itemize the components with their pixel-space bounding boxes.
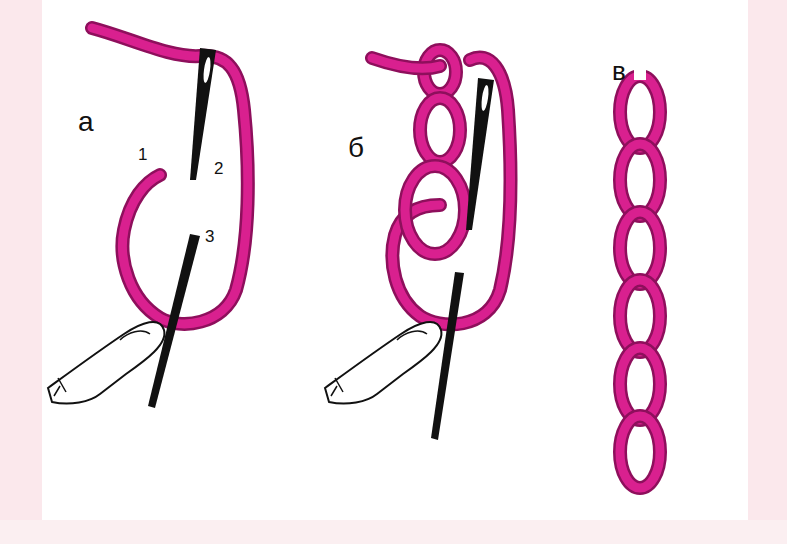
callout-number: 1 [138,146,147,163]
panel-a-thread [92,28,248,324]
panel-letter: а [78,108,94,136]
panel-letter: б [348,134,364,162]
panel-letter: в [612,58,626,84]
panel-b-chain [372,50,510,324]
needle [190,48,216,180]
callout-number: 2 [214,160,223,177]
thumb [325,322,441,404]
needle [466,78,494,230]
needle [148,234,200,408]
callout-number: 3 [205,228,214,245]
finished-chain [620,66,660,488]
thumb [48,322,164,404]
needle [431,272,464,440]
